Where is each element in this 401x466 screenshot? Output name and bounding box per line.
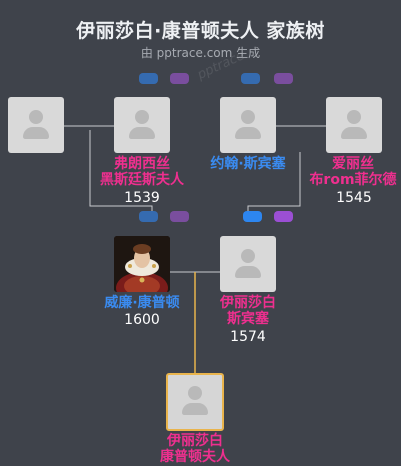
female-line-toggle[interactable] (274, 73, 293, 84)
person-name-william[interactable]: 威廉·康普顿 (104, 295, 180, 311)
person-card-unknown[interactable] (8, 97, 64, 153)
person-name-elizabeth-spencer[interactable]: 伊丽莎白 斯宾塞 (220, 295, 276, 327)
female-line-toggle[interactable] (274, 211, 293, 222)
person-portrait-william[interactable] (114, 236, 170, 292)
person-card-john[interactable] (220, 97, 276, 153)
person-name-frances[interactable]: 弗朗西丝 黑斯廷斯夫人 (100, 156, 184, 188)
person-card-elizabeth-spencer[interactable] (220, 236, 276, 292)
person-placeholder-icon (188, 386, 202, 400)
male-line-toggle[interactable] (139, 73, 158, 84)
person-placeholder-icon (347, 110, 361, 124)
page-subtitle: 由 pptrace.com 生成 (140, 46, 261, 60)
male-line-toggle[interactable] (243, 211, 262, 222)
page-title: 伊丽莎白·康普顿夫人 家族树 (76, 20, 325, 42)
parent-line-left (89, 130, 153, 213)
person-placeholder-icon (241, 249, 255, 263)
person-year-william: 1600 (124, 312, 160, 328)
person-placeholder-icon (241, 110, 255, 124)
female-line-toggle[interactable] (170, 73, 189, 84)
person-card-elizabeth-compton[interactable] (166, 373, 224, 431)
person-placeholder-icon (135, 110, 149, 124)
person-year-elizabeth-spencer: 1574 (230, 329, 266, 345)
person-card-alice[interactable] (326, 97, 382, 153)
person-name-alice[interactable]: 爱丽丝 布rom菲尔德 (309, 156, 397, 188)
male-line-toggle[interactable] (241, 73, 260, 84)
person-card-frances[interactable] (114, 97, 170, 153)
person-placeholder-icon (29, 110, 43, 124)
portrait-image (114, 236, 170, 292)
female-line-toggle[interactable] (170, 211, 189, 222)
person-name-elizabeth-compton[interactable]: 伊丽莎白 康普顿夫人 (160, 433, 230, 465)
person-year-alice: 1545 (336, 190, 372, 206)
parent-line-right (247, 152, 301, 213)
male-line-toggle[interactable] (139, 211, 158, 222)
person-name-john[interactable]: 约翰·斯宾塞 (210, 156, 286, 172)
person-year-frances: 1539 (124, 190, 160, 206)
